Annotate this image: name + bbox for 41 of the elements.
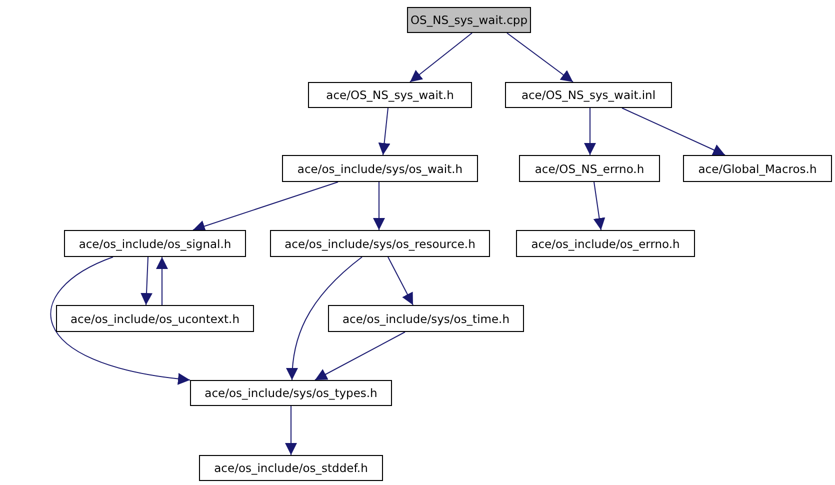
file-box: [683, 155, 832, 182]
file-box: [505, 82, 672, 108]
file-box: [328, 305, 524, 332]
file-box: [516, 230, 695, 257]
file-box: [519, 155, 660, 182]
arrow: [50, 256, 190, 384]
arrow: [156, 256, 168, 306]
file-box: [190, 380, 392, 406]
file-box: [308, 82, 472, 108]
file-name: ace/os_include/os_signal.h: [78, 236, 232, 250]
file-name: ace/os_include/os_ucontext.h: [70, 312, 240, 326]
file-name: ace/OS_NS_errno.h: [534, 162, 644, 176]
file-box: [282, 155, 478, 182]
file-name: ace/OS_NS_sys_wait.inl: [521, 88, 656, 102]
file-box: [64, 230, 246, 257]
arrow: [410, 32, 472, 82]
file-name: ace/OS_NS_sys_wait.h: [326, 88, 454, 102]
file-box: [56, 305, 254, 332]
arrow: [286, 256, 362, 380]
file-name: ace/os_include/sys/os_resource.h: [284, 236, 476, 250]
arrow: [388, 256, 414, 306]
file-box: [270, 230, 490, 257]
file-name: OS_NS_sys_wait.cpp: [410, 13, 528, 27]
arrow: [140, 256, 152, 306]
arrow: [285, 406, 297, 456]
arrow: [378, 108, 390, 156]
arrow: [622, 108, 726, 156]
arrow: [373, 182, 385, 230]
arrow: [584, 108, 596, 156]
file-box: [407, 7, 531, 33]
arrow: [192, 182, 338, 232]
file-name: ace/os_include/sys/os_types.h: [204, 386, 378, 400]
file-name: ace/Global_Macros.h: [698, 162, 817, 176]
arrow: [314, 332, 406, 380]
file-name: ace/os_include/sys/os_wait.h: [297, 162, 463, 176]
file-box: [199, 455, 383, 481]
file-name: ace/os_include/sys/os_time.h: [342, 312, 510, 326]
file-name: ace/os_include/os_stddef.h: [214, 461, 368, 475]
arrow: [593, 182, 606, 230]
file-name: ace/os_include/os_errno.h: [531, 236, 680, 250]
arrow: [506, 32, 574, 82]
